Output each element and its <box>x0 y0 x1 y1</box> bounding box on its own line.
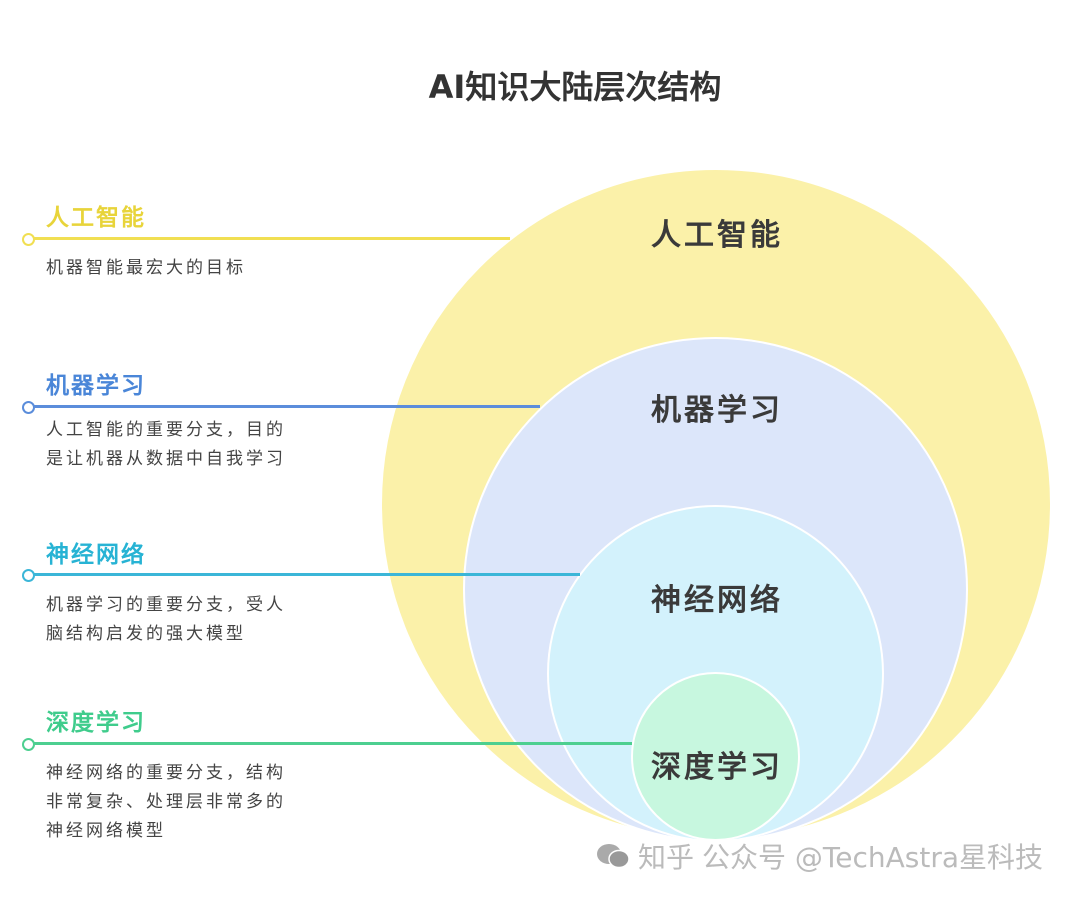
connector-dot-nn <box>22 569 35 582</box>
desc-line: 非常复杂、处理层非常多的 <box>46 792 286 812</box>
legend-heading-ai: 人工智能 <box>46 205 146 231</box>
watermark-overlay: 知乎 <box>638 841 695 874</box>
circle-label-dl: 深度学习 <box>651 750 783 785</box>
connector-line-nn <box>28 573 580 576</box>
desc-line: 机器学习的重要分支，受人 <box>46 595 286 615</box>
legend-desc-dl: 神经网络的重要分支，结构 非常复杂、处理层非常多的 神经网络模型 <box>46 759 346 846</box>
connector-line-ml <box>28 405 540 408</box>
legend-heading-dl: 深度学习 <box>46 710 146 736</box>
legend-desc-ai: 机器智能最宏大的目标 <box>46 254 346 283</box>
circle-label-nn: 神经网络 <box>651 583 783 618</box>
desc-line: 人工智能的重要分支，目的 <box>46 420 286 440</box>
connector-dot-ml <box>22 401 35 414</box>
wechat-icon <box>597 844 630 869</box>
desc-line: 神经网络的重要分支，结构 <box>46 763 286 783</box>
desc-line: 机器智能最宏大的目标 <box>46 258 246 278</box>
circle-label-ml: 机器学习 <box>651 393 783 428</box>
desc-line: 神经网络模型 <box>46 821 166 841</box>
watermark: 知乎 公众号 @TechAstra星科技 <box>596 836 1043 876</box>
legend-desc-ml: 人工智能的重要分支，目的 是让机器从数据中自我学习 <box>46 416 346 474</box>
desc-line: 脑结构启发的强大模型 <box>46 624 246 644</box>
legend-heading-nn: 神经网络 <box>46 542 146 568</box>
desc-line: 是让机器从数据中自我学习 <box>46 449 286 469</box>
connector-line-ai <box>28 237 510 240</box>
circle-dl <box>631 672 800 841</box>
legend-desc-nn: 机器学习的重要分支，受人 脑结构启发的强大模型 <box>46 591 346 649</box>
watermark-text: 公众号 @TechAstra星科技 <box>702 841 1044 874</box>
connector-dot-ai <box>22 233 35 246</box>
connector-dot-dl <box>22 738 35 751</box>
circle-label-ai: 人工智能 <box>651 218 783 253</box>
legend-heading-ml: 机器学习 <box>46 373 146 399</box>
connector-line-dl <box>28 742 632 745</box>
page-title: AI知识大陆层次结构 <box>428 68 722 106</box>
